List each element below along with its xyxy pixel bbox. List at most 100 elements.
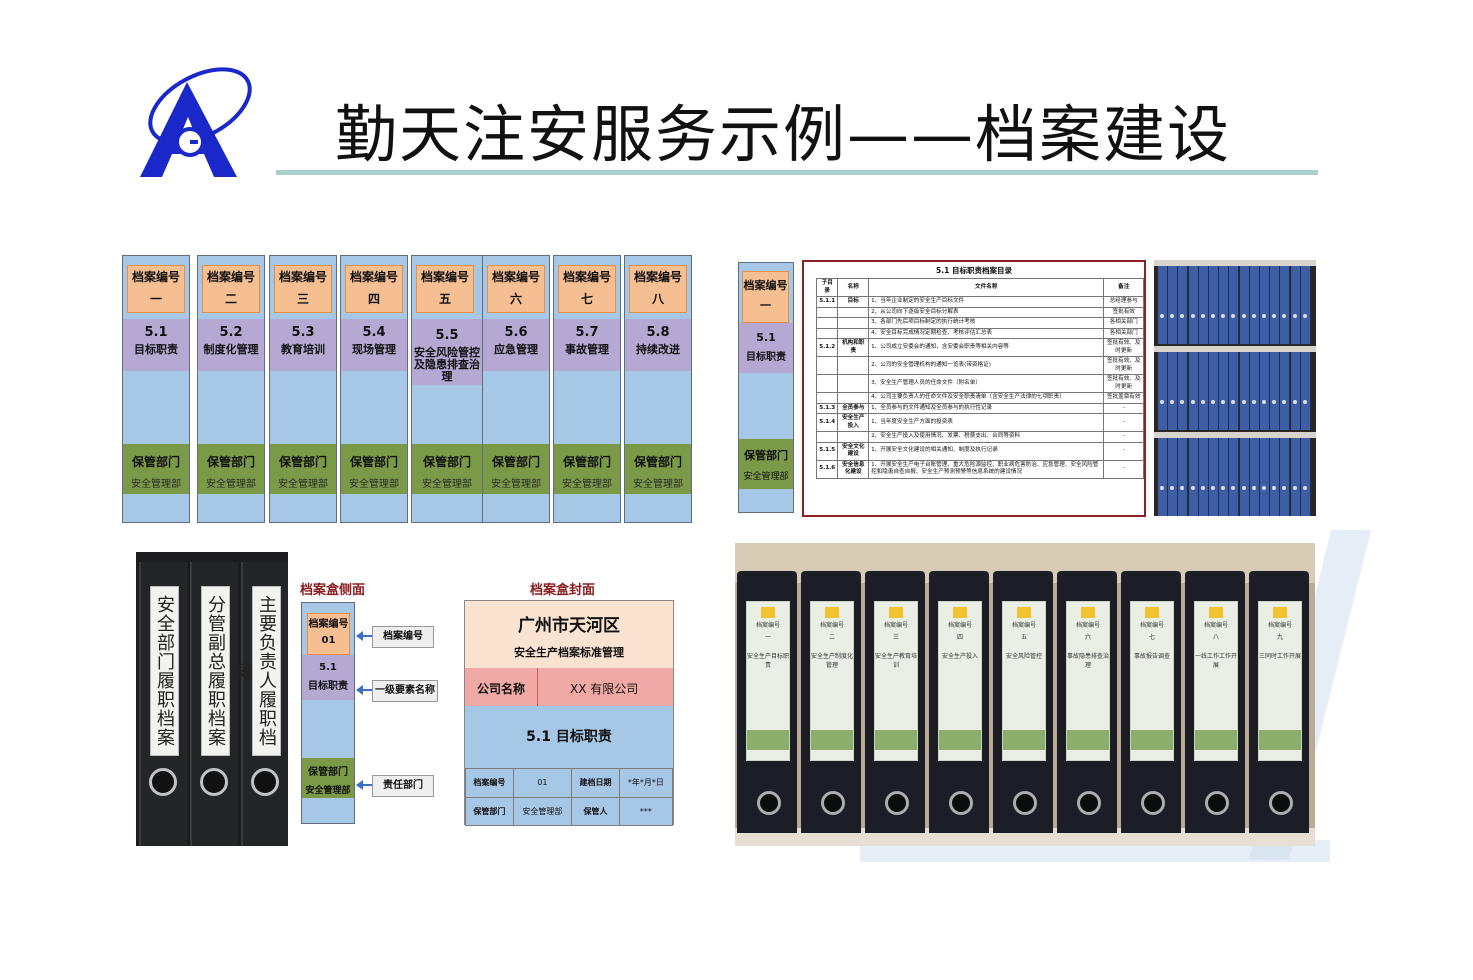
spine-number-box: 档案编号二 [202, 265, 260, 313]
catalog-cell [837, 356, 870, 375]
catalog-row: 2、从公司向下逐级安全目标分解表签批有效 [815, 306, 1144, 318]
binder: 档案编号九三同时工作开展 [1249, 571, 1309, 833]
spine-element-name: 目标职责 [134, 343, 178, 356]
catalog-cell: 目标 [837, 296, 870, 308]
binder-dept-band [939, 730, 981, 750]
cover-header: 广州市天河区 安全生产档案标准管理 [465, 601, 673, 668]
binder-number-label: 档案编号 [1075, 622, 1100, 629]
binder-ring-icon [757, 791, 781, 815]
spine-number-label: 档案编号 [206, 270, 255, 284]
spine-dept-box: 保管部门安全管理部 [123, 444, 189, 494]
catalog-cell: 签批有效、及时更新 [1103, 374, 1144, 393]
spine-number-label: 档案编号 [349, 270, 398, 284]
shelf-binder [1168, 266, 1179, 344]
side-number-label: 档案编号 [308, 619, 349, 630]
shelf-binder [1290, 352, 1301, 430]
shelf-binder [1178, 352, 1189, 430]
shelf-binder [1300, 438, 1311, 516]
binder-ring-icon [1077, 791, 1101, 815]
spine-number: 四 [367, 292, 380, 306]
binder-ring-icon [1205, 791, 1229, 815]
spine-element-name: 持续改进 [636, 343, 680, 356]
shelf-binder [1270, 438, 1281, 516]
shelf-binder [1300, 352, 1311, 430]
binder: 档案编号三安全生产教育培训 [865, 571, 925, 833]
binder: 档案编号七事故报告调查 [1121, 571, 1181, 833]
catalog-cell: 1、全员参与的文件通知及全员参与的执行性记录 [868, 402, 1105, 414]
binder-spine-label: 分管副总履职档案 [201, 586, 230, 756]
catalog-header-cell: 名称 [837, 278, 870, 297]
spine-dept-box: 保管部门安全管理部 [412, 444, 482, 494]
cover-company-label: 公司名称 [477, 682, 526, 696]
spine-number-box: 档案编号三 [274, 265, 332, 313]
cover-main: 5.1 目标职责 [465, 706, 673, 768]
spine-number: 一 [149, 292, 162, 306]
binder-card: 档案编号三安全生产教育培训 [874, 601, 918, 761]
side-diagram-title: 档案盒侧面 [300, 583, 366, 598]
spine-dept-label: 保管部门 [633, 455, 682, 469]
shelf-binder [1219, 266, 1230, 344]
binder-spine-label: 安全部门履职档案 [150, 586, 179, 756]
cover-city: 广州市天河区 [518, 616, 620, 636]
shelf-binder [1209, 438, 1219, 516]
catalog-cell: 各相关部门 [1103, 317, 1144, 329]
spine-number-box: 档案编号七 [558, 265, 616, 313]
binder-ring-icon [251, 768, 279, 796]
single-spine: 档案编号 一 5.1 目标职责 保管部门 安全管理部 [738, 262, 794, 513]
spine-element-code: 5.3 [291, 325, 315, 340]
side-diagram-spine: 档案编号 01 5.1 目标职责 保管部门 安全管理部 [301, 602, 355, 824]
catalog-cell [837, 374, 870, 393]
catalog-cell [815, 306, 839, 318]
catalog-cell [815, 431, 839, 443]
catalog-cell: 4、安全目标完成情况定期检查、考核评估汇总表 [868, 327, 1105, 339]
catalog-cell: 1、公司成立安委会的通知，含安委会职责等相关内容等 [868, 338, 1105, 357]
binder-name: 事故报告调查 [1133, 653, 1170, 660]
spine-dept-label: 保管部门 [278, 455, 327, 469]
binder-number: 五 [1020, 634, 1027, 641]
side-dept-box: 保管部门 安全管理部 [302, 758, 354, 798]
catalog-cell: 机构和职责 [837, 338, 870, 357]
binder-number: 七 [1148, 634, 1155, 641]
catalog-cell: - [1103, 441, 1144, 461]
side-element-code: 5.1 [319, 662, 337, 673]
binder-card: 档案编号四安全生产投入 [938, 601, 982, 761]
cover-foot-cell: *** [618, 796, 674, 826]
spine-element-code: 5.8 [646, 325, 670, 340]
binder-card: 档案编号九三同时工作开展 [1258, 601, 1302, 761]
shelf-binder [1168, 438, 1179, 516]
cover-company-row: 公司名称 XX 有限公司 [465, 668, 673, 706]
binder-card: 档案编号八一线工作工作开展 [1194, 601, 1238, 761]
catalog-cell: 5.1.2 [815, 338, 839, 357]
shelf-binder [1188, 438, 1199, 516]
catalog-cell [837, 327, 870, 339]
catalog-cell: 1、当年度安全生产方面的投资表 [868, 413, 1105, 432]
catalog-row: 3、各部门先后项目标制定的执行统计考核各相关部门 [815, 317, 1144, 329]
spine-number: 三 [296, 292, 309, 306]
catalog-cell: 3、安全生产管理人员的任命文件（附名单） [868, 374, 1105, 393]
shelf-row [1158, 352, 1312, 430]
shelf-binder [1239, 266, 1250, 344]
shelf-board [1154, 432, 1316, 438]
cover-company: XX 有限公司 [570, 682, 639, 696]
binder-dept-band [875, 730, 917, 750]
shelf-binder [1158, 352, 1168, 430]
shelf-binder [1280, 352, 1291, 430]
company-logo [140, 67, 252, 177]
spine-element-code: 5.4 [362, 325, 386, 340]
spine-number-label: 档案编号 [562, 270, 611, 284]
binder-number: 一 [764, 634, 771, 641]
spine-dept-box: 保管部门安全管理部 [198, 444, 264, 494]
cover-diagram: 广州市天河区 安全生产档案标准管理 公司名称 XX 有限公司 5.1 目标职责 … [464, 600, 674, 826]
shelf-binder [1198, 352, 1209, 430]
spine-number-box: 档案编号五 [416, 265, 474, 313]
shelf-binder [1270, 352, 1281, 430]
spine-number: 八 [651, 292, 664, 306]
spine-number: 七 [580, 292, 593, 306]
spine-dept-box: 保管部门安全管理部 [625, 444, 691, 494]
